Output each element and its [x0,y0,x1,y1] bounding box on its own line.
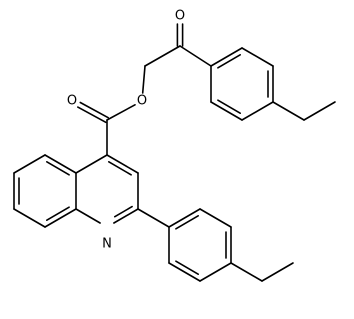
single-bond [75,154,108,174]
double-bond-outer [210,101,243,121]
single-bond [230,262,263,282]
bond-layer [13,23,336,282]
double-bond-outer [44,208,77,228]
single-bond [241,47,274,67]
atom-label-ester-oxygen: O [137,94,147,109]
single-bond [13,154,46,174]
double-bond-a [79,101,109,119]
double-bond-inner [45,206,70,221]
single-bond [179,45,212,67]
double-bond-inner [217,53,241,69]
single-bond [13,208,46,228]
single-bond [144,45,181,67]
single-bond [75,208,101,224]
single-bond [137,208,170,228]
single-bond [141,65,146,94]
atom-label-layer: O O O N [67,9,185,252]
double-bond-outer [44,154,77,174]
single-bond [199,262,232,282]
double-bond-inner [175,215,199,230]
double-bond-outer [113,208,139,224]
double-bond-inner [114,205,133,218]
double-bond-outer [106,154,139,174]
double-bond-outer [210,47,243,67]
atom-label-ketone-oxygen: O [175,9,185,24]
single-bond [241,101,274,121]
double-bond-inner [108,161,132,176]
double-bond-inner [45,161,70,176]
double-bond-outer [168,262,201,282]
double-bond-inner [175,260,199,276]
double-bond-inner [217,99,241,114]
single-bond [106,104,136,121]
single-bond [199,208,232,228]
atom-label-quinoline-nitrogen: N [102,237,112,252]
double-bond-b [77,106,107,124]
single-bond [272,101,305,121]
double-bond-outer [168,208,201,228]
atom-label-carbonyl-oxygen: O [67,94,77,109]
single-bond [261,262,294,282]
single-bond [303,101,336,121]
